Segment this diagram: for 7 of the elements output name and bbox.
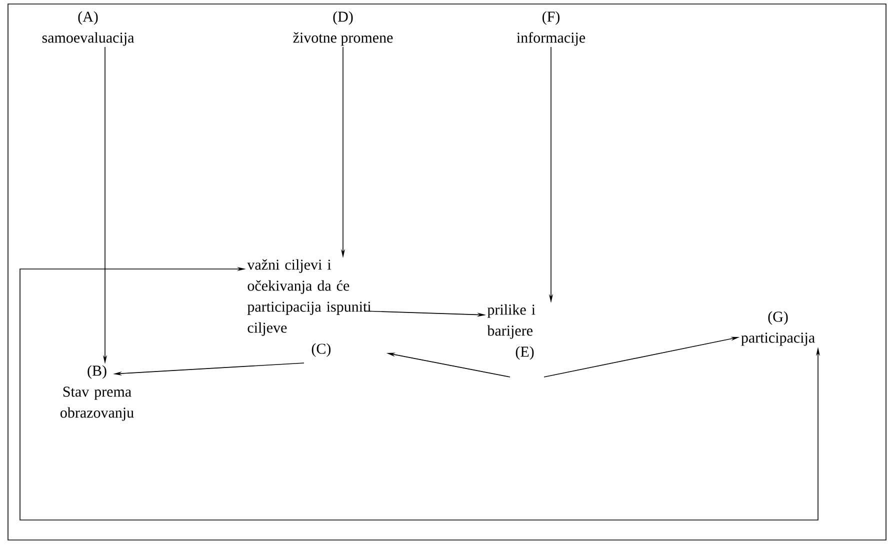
- concept-label: (G) participacija: [741, 311, 815, 346]
- factor-label: (D) životne promene: [293, 11, 393, 46]
- concept-label: (B) Stav prema obrazovanju: [60, 365, 134, 421]
- factor-label: (A) samoevaluacija: [42, 11, 134, 46]
- concept-label: važni ciljevi i očekivanja da će participacija ispuniti ciljeve (C): [247, 259, 372, 357]
- factor-label: (F) informacije: [516, 11, 586, 46]
- concept-label: prilike i barijere (E): [487, 304, 536, 360]
